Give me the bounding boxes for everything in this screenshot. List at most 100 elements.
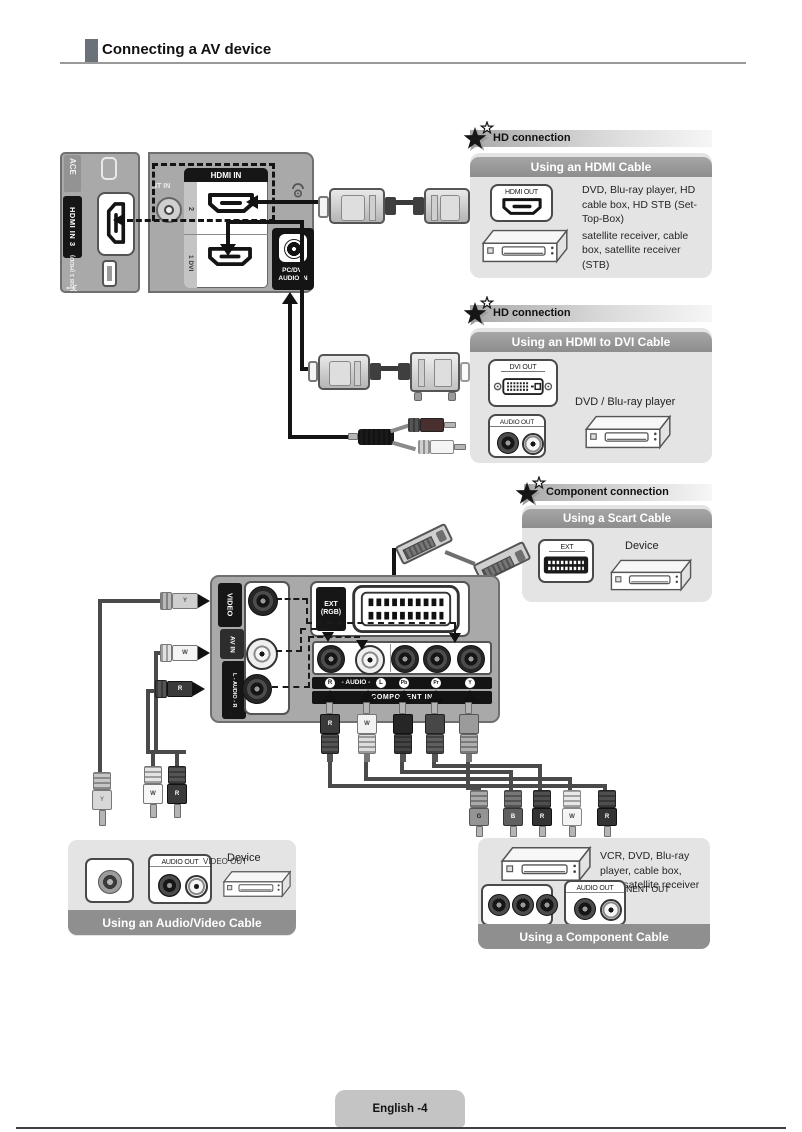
av-plug-arrow [198,646,210,660]
plug-pin [510,826,517,837]
component-cable [568,777,572,792]
minijack-body [358,429,394,445]
dashed-hint [306,622,456,624]
pc-dvi-arrow-head [282,292,298,304]
hdmi-connector-right [424,188,470,224]
plug-white: W [143,784,163,804]
audio-l-cable-vertical [154,651,158,752]
plug-cap [563,790,581,808]
jack-arrow-up [322,690,338,702]
plug-yellow: Y [92,790,112,810]
rca-plug-white [418,440,430,454]
hd-badge-bar-1 [470,130,712,147]
av-plug-arrow [198,594,210,608]
dashed-arrow-line [127,219,275,222]
ant-in-label: NT IN [152,183,171,190]
component-cable [432,764,540,768]
side-usb-port [102,260,117,287]
jack-arrow-up [396,690,412,702]
video-label: VIDEO [225,593,235,617]
component-cable [509,770,513,792]
component-cable [400,762,404,772]
hdmi-out-port: HDMI OUT [490,184,553,222]
hdmi-description-line1: DVD, Blu-ray player, HD cable box, HD ST… [582,184,697,225]
plug-pin [150,804,157,818]
scart-port-icon [352,585,460,633]
y-jack [457,645,485,673]
av-video-jack [98,870,122,894]
plug-pin [476,826,483,837]
port2-label: 2 [187,207,194,211]
hdmi-connector-left [329,188,385,224]
scart-box-title: Using a Scart Cable [522,509,712,528]
headphone-icon [292,183,304,198]
dashed-hint [454,622,456,634]
port1-label: 1 DVI [187,254,194,272]
jack-arrow-up [360,690,376,702]
ext-label: EXT [549,544,585,552]
service-strip: ACE [64,155,81,192]
av-device-label: Device [227,852,261,864]
plug-neck [364,754,370,762]
scart-cable-mid [444,550,476,566]
device-icon [481,228,569,264]
usb-icon [66,284,78,292]
audio-r-in-jack [242,674,272,704]
dvi-connector-neck [370,363,381,380]
hdmi2-arrow-head [246,195,258,209]
dashed-arrow-head-left [113,213,125,227]
plug-pin [99,810,106,826]
plug-pin [399,702,406,714]
footer-page-label: English -4 [372,1102,428,1115]
hdmi-cable-line [256,200,320,204]
plug-pin [174,804,181,818]
minijack-tip [348,433,358,440]
dashed-hint [276,650,302,652]
dvi-device-label: DVD / Blu-ray player [575,396,676,408]
dashed-hint [306,598,308,624]
device-icon [500,845,592,883]
pair-cable-stem [151,754,155,766]
component-cable [364,762,368,779]
dvi-elbow-stub [300,367,310,371]
rca-plug-white-tip [454,444,466,450]
plug-cap [321,734,339,754]
av-in-label: AV IN [228,635,236,653]
dvi-elbow-horizontal [228,220,304,224]
component-cable [477,786,481,792]
dashed-hint [308,636,360,638]
dvi-out-label: DVI OUT [501,364,545,372]
av-plug-cap [160,592,172,610]
audio-row-l: L [376,678,386,688]
video-out-label: VIDEO OUT [203,857,248,866]
hdmi-connector-left-tab [318,196,329,218]
av-plug-white: W [172,645,198,661]
plug-neck [432,754,438,762]
av-audio-out-label: AUDIO OUT [150,859,210,867]
hdmi1-arrow-stem [226,222,230,244]
dvi-screw [448,392,456,401]
dvi-elbow-vertical [300,220,304,369]
side-top-slot [101,157,117,180]
hdmi-description: DVD, Blu-ray player, HD cable box, HD ST… [582,183,710,272]
plug-pin [465,702,472,714]
hdmi-port-strip [184,182,197,288]
audio-cable-horizontal [288,435,350,439]
plug-pin [431,702,438,714]
pr-jack [423,645,451,673]
dvi-screw [414,392,422,401]
component-cable [538,764,542,792]
video-in-jack [248,586,278,616]
dvi-port-icon [493,378,553,395]
plug-cap [470,790,488,808]
component-audio-jack-red [574,898,596,920]
hdmi-port-icon [208,246,252,267]
footer-rule [16,1127,786,1129]
audio-lr-label: L - AUDIO - R [231,672,237,708]
component-cable [468,786,481,790]
component-badge-bar [524,484,712,501]
rca-plug-red [408,418,420,432]
service-label: ACE [68,158,77,175]
rca-plug-red-body [420,418,444,432]
hdmi1-arrow-head [220,244,236,256]
